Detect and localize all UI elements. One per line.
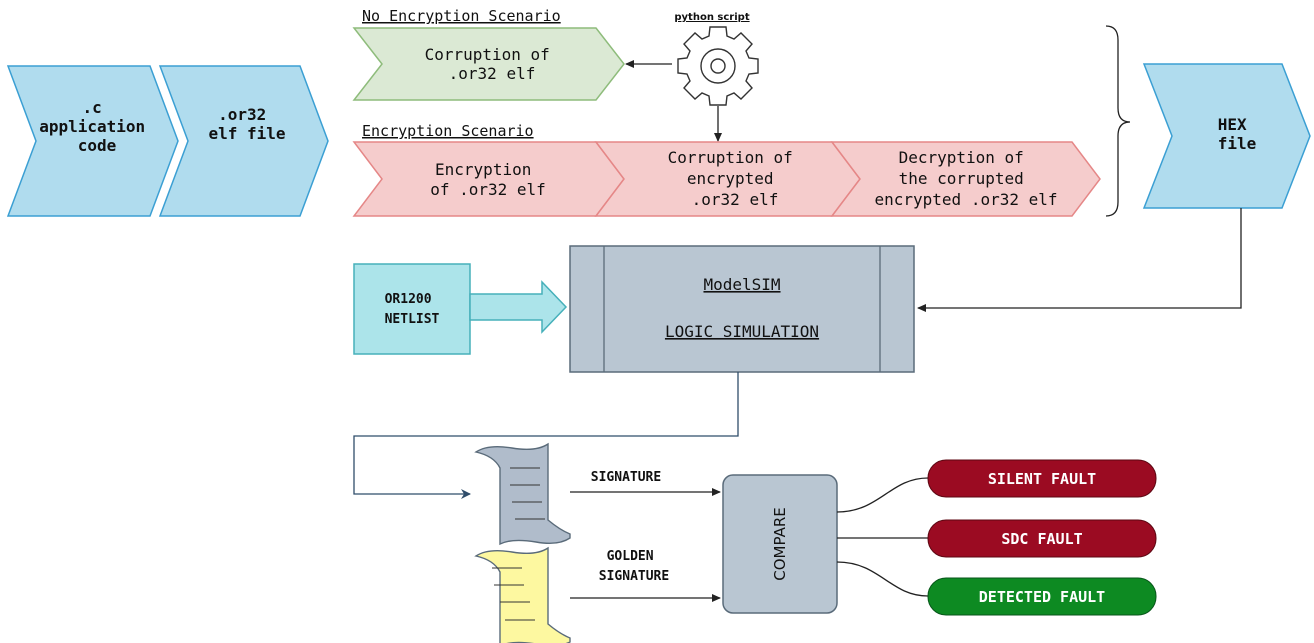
- netlist-line-1: OR1200: [385, 292, 432, 307]
- c-code-line-3: code: [78, 136, 117, 155]
- svg-text:Corruption of encrypted: Corruption of encrypted .or32 elf: [668, 148, 803, 209]
- c-code-line-2: application: [39, 117, 145, 136]
- decryption-chevron: Decryption of the corrupted encrypted .o…: [830, 141, 1101, 217]
- compare-to-silent-line: [836, 477, 929, 513]
- svg-text:Corruption of .or32 elf: Corruption of .or32 elf: [425, 45, 560, 83]
- c-code-line-1: .c: [83, 98, 102, 117]
- golden-label-line-1: GOLDEN: [607, 549, 654, 564]
- c-code-chevron: .c application code: [6, 65, 179, 217]
- or32-elf-chevron: .or32 elf file: [158, 65, 329, 217]
- svg-text:OR1200 NETLIST: OR1200 NETLIST: [385, 292, 440, 327]
- sdc-fault-label: SDC FAULT: [1001, 530, 1082, 548]
- svg-text:.c application cod: .c application code: [39, 98, 155, 155]
- hex-file-chevron: HEX file: [1142, 63, 1311, 209]
- decryption-line-2: the corrupted: [899, 169, 1024, 188]
- python-script-label: python script: [674, 12, 749, 23]
- corr-enc-line-1: Corruption of: [668, 148, 793, 167]
- corruption-encrypted-chevron: Corruption of encrypted .or32 elf: [594, 141, 861, 217]
- encryption-chevron: Encryption of .or32 elf: [352, 141, 625, 217]
- encryption-title: Encryption Scenario: [362, 122, 534, 140]
- silent-fault-label: SILENT FAULT: [988, 470, 1096, 488]
- golden-label-line-2: SIGNATURE: [599, 569, 669, 584]
- decryption-line-1: Decryption of: [899, 148, 1024, 167]
- detected-fault-badge: DETECTED FAULT: [927, 577, 1157, 616]
- netlist-to-modelsim-arrow: [469, 280, 568, 334]
- logic-simulation-label: LOGIC SIMULATION: [665, 322, 819, 341]
- svg-text:Decryption of the corrup: Decryption of the corrupted encrypted .o…: [874, 148, 1057, 209]
- compare-box: COMPARE: [722, 474, 838, 614]
- or1200-netlist-box: OR1200 NETLIST: [353, 263, 471, 355]
- svg-text:Encryption of .or32 elf: Encryption of .or32 elf: [430, 160, 546, 199]
- corruption-line-1: Corruption of: [425, 45, 550, 64]
- svg-text:GOLDEN SIGNATURE: GOLDEN SIGNATURE: [599, 549, 669, 584]
- decryption-line-3: encrypted .or32 elf: [874, 190, 1057, 209]
- golden-document-icon: [474, 546, 571, 643]
- or32-elf-line-2: elf file: [208, 124, 285, 143]
- or32-elf-line-1: .or32: [218, 105, 266, 124]
- scenario-brace: [1105, 25, 1131, 217]
- modelsim-title: ModelSIM: [703, 275, 780, 294]
- corr-enc-line-2: encrypted: [687, 169, 774, 188]
- svg-text:HEX file: HEX file: [1218, 115, 1257, 153]
- hex-line-1: HEX: [1218, 115, 1247, 134]
- compare-label: COMPARE: [771, 507, 789, 580]
- modelsim-to-signature-arrow: [353, 372, 739, 499]
- corruption-chevron: Corruption of .or32 elf: [352, 27, 625, 101]
- svg-text:.or32 elf file: .or32 elf file: [208, 105, 285, 143]
- signature-document-icon: [474, 442, 571, 546]
- corruption-line-2: .or32 elf: [449, 64, 536, 83]
- encryption-line-1: Encryption: [435, 160, 531, 179]
- sdc-fault-badge: SDC FAULT: [927, 519, 1157, 558]
- signature-label: SIGNATURE: [591, 470, 661, 485]
- gear-icon: [677, 26, 759, 106]
- modelsim-box: ModelSIM LOGIC SIMULATION: [569, 245, 915, 373]
- corr-enc-line-3: .or32 elf: [692, 190, 779, 209]
- hex-to-modelsim-arrow: [917, 208, 1242, 312]
- hex-line-2: file: [1218, 134, 1257, 153]
- encryption-line-2: of .or32 elf: [430, 180, 546, 199]
- no-encryption-title: No Encryption Scenario: [362, 7, 561, 25]
- compare-to-detected-line: [836, 561, 929, 597]
- netlist-line-2: NETLIST: [385, 312, 440, 327]
- silent-fault-badge: SILENT FAULT: [927, 459, 1157, 498]
- detected-fault-label: DETECTED FAULT: [979, 588, 1105, 606]
